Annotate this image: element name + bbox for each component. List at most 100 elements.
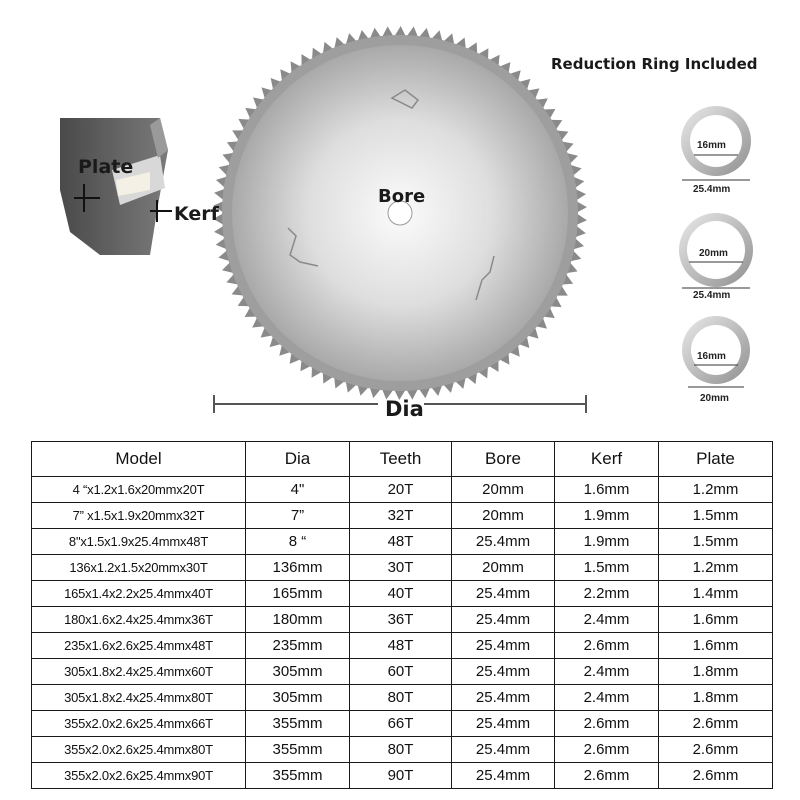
cell-plate: 2.6mm (658, 736, 773, 763)
tooth-detail-illustration (60, 118, 168, 255)
cell-bore: 25.4mm (451, 632, 555, 659)
cell-teeth: 20T (349, 476, 452, 503)
cell-bore: 25.4mm (451, 658, 555, 685)
cell-bore: 25.4mm (451, 528, 555, 555)
plate-label: Plate (78, 156, 134, 178)
kerf-label: Kerf (174, 203, 219, 225)
cell-dia: 7” (245, 502, 350, 529)
cell-teeth: 66T (349, 710, 452, 737)
cell-dia: 305mm (245, 684, 350, 711)
saw-blade-illustration (213, 26, 587, 400)
cell-kerf: 1.5mm (554, 554, 659, 581)
header-plate: Plate (658, 441, 773, 477)
diameter-dimension-line (213, 395, 587, 413)
cell-dia: 235mm (245, 632, 350, 659)
cell-model: 355x2.0x2.6x25.4mmx90T (31, 762, 246, 789)
cell-plate: 1.2mm (658, 554, 773, 581)
cell-teeth: 40T (349, 580, 452, 607)
bore-label: Bore (378, 186, 426, 207)
table-header-row: Model Dia Teeth Bore Kerf Plate (31, 441, 773, 477)
product-illustration: Plate Kerf Bore Dia Reduction Ring Inclu… (60, 26, 758, 421)
cell-bore: 25.4mm (451, 684, 555, 711)
cell-bore: 25.4mm (451, 580, 555, 607)
cell-model: 8"x1.5x1.9x25.4mmx48T (31, 528, 246, 555)
ring-3-inner-size: 16mm (697, 351, 726, 362)
cell-model: 235x1.6x2.6x25.4mmx48T (31, 632, 246, 659)
cell-bore: 20mm (451, 502, 555, 529)
header-dia: Dia (245, 441, 350, 477)
ring-2-outer-size: 25.4mm (693, 290, 731, 301)
cell-bore: 20mm (451, 554, 555, 581)
cell-dia: 305mm (245, 658, 350, 685)
cell-model: 180x1.6x2.4x25.4mmx36T (31, 606, 246, 633)
cell-teeth: 48T (349, 528, 452, 555)
cell-teeth: 60T (349, 658, 452, 685)
cell-dia: 180mm (245, 606, 350, 633)
header-bore: Bore (451, 441, 555, 477)
cell-plate: 1.4mm (658, 580, 773, 607)
cell-model: 355x2.0x2.6x25.4mmx80T (31, 736, 246, 763)
cell-model: 4 “x1.2x1.6x20mmx20T (31, 476, 246, 503)
cell-plate: 1.5mm (658, 502, 773, 529)
cell-dia: 136mm (245, 554, 350, 581)
cell-model: 136x1.2x1.5x20mmx30T (31, 554, 246, 581)
reduction-ring-1 (681, 106, 751, 181)
specification-table: Model Dia Teeth Bore Kerf Plate 4 “x1.2x… (31, 441, 773, 789)
cell-teeth: 32T (349, 502, 452, 529)
cell-kerf: 2.4mm (554, 658, 659, 685)
cell-plate: 1.6mm (658, 606, 773, 633)
reduction-ring-title: Reduction Ring Included (551, 55, 758, 73)
header-teeth: Teeth (349, 441, 452, 477)
cell-plate: 1.5mm (658, 528, 773, 555)
cell-dia: 355mm (245, 736, 350, 763)
header-kerf: Kerf (554, 441, 659, 477)
reduction-ring-2 (679, 213, 753, 289)
cell-teeth: 48T (349, 632, 452, 659)
cell-kerf: 2.6mm (554, 632, 659, 659)
cell-kerf: 1.6mm (554, 476, 659, 503)
cell-kerf: 2.2mm (554, 580, 659, 607)
cell-bore: 25.4mm (451, 710, 555, 737)
cell-dia: 355mm (245, 762, 350, 789)
cell-kerf: 2.6mm (554, 762, 659, 789)
cell-plate: 2.6mm (658, 762, 773, 789)
cell-plate: 1.2mm (658, 476, 773, 503)
cell-kerf: 2.6mm (554, 736, 659, 763)
ring-2-inner-size: 20mm (699, 248, 728, 259)
cell-kerf: 2.4mm (554, 606, 659, 633)
ring-3-outer-size: 20mm (700, 393, 729, 404)
cell-model: 165x1.4x2.2x25.4mmx40T (31, 580, 246, 607)
cell-bore: 20mm (451, 476, 555, 503)
cell-kerf: 2.6mm (554, 710, 659, 737)
cell-dia: 355mm (245, 710, 350, 737)
cell-dia: 4" (245, 476, 350, 503)
cell-teeth: 36T (349, 606, 452, 633)
ring-1-outer-size: 25.4mm (693, 184, 731, 195)
reduction-ring-3 (682, 316, 750, 388)
cell-model: 7” x1.5x1.9x20mmx32T (31, 502, 246, 529)
illustration-graphics (60, 26, 753, 413)
cell-teeth: 90T (349, 762, 452, 789)
cell-model: 305x1.8x2.4x25.4mmx80T (31, 684, 246, 711)
cell-bore: 25.4mm (451, 762, 555, 789)
cell-plate: 1.6mm (658, 632, 773, 659)
cell-bore: 25.4mm (451, 606, 555, 633)
cell-teeth: 30T (349, 554, 452, 581)
header-model: Model (31, 441, 246, 477)
bore-hole (387, 200, 413, 226)
dia-label: Dia (385, 397, 424, 421)
cell-plate: 1.8mm (658, 684, 773, 711)
ring-1-inner-size: 16mm (697, 140, 726, 151)
cell-plate: 2.6mm (658, 710, 773, 737)
